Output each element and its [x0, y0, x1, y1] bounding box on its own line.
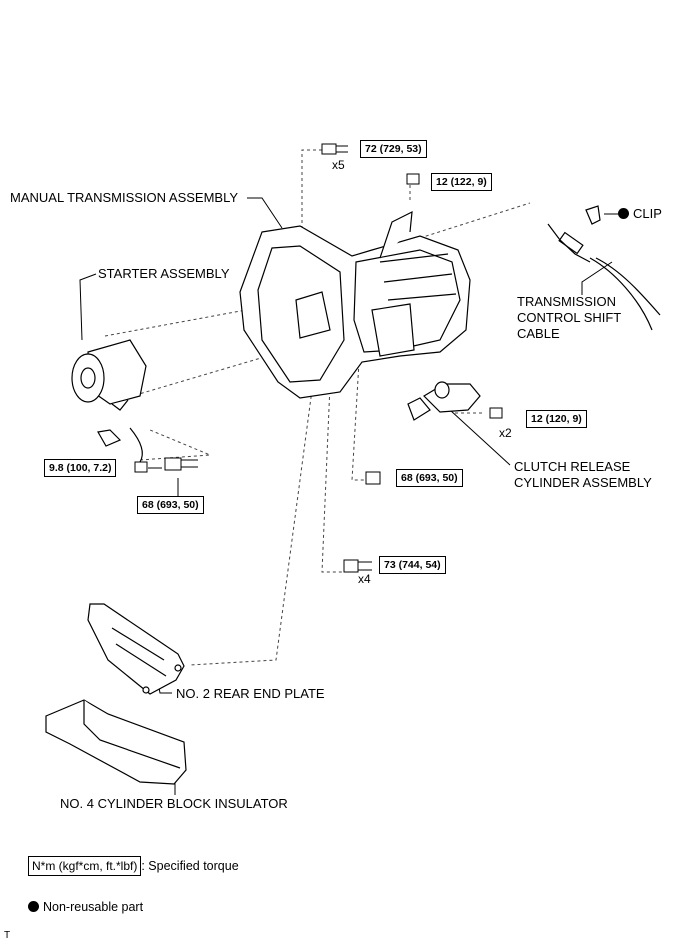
bolt-68a-icon: [164, 457, 182, 471]
legend-torque: N*m (kgf*cm, ft.*lbf): Specified torque: [28, 856, 239, 876]
legend-torque-desc: : Specified torque: [141, 859, 239, 873]
bolt-73-dash-line: [321, 384, 343, 573]
leader-transmission: [247, 197, 283, 229]
label-shift-cable-line1: TRANSMISSION: [517, 294, 616, 309]
starter-bolt-dash: [139, 429, 211, 461]
label-shift-cable-line3: CABLE: [517, 326, 560, 341]
bolt-68b-icon: [365, 471, 381, 485]
leader-clutch-cylinder: [449, 409, 511, 466]
bolt-72-icon: [321, 143, 337, 155]
insulator-shape: [45, 699, 187, 785]
label-block-insulator: NO. 4 CYLINDER BLOCK INSULATOR: [60, 796, 288, 811]
qty-x2: x2: [499, 426, 512, 440]
label-clutch-cylinder-line1: CLUTCH RELEASE: [514, 459, 631, 474]
legend-dot-icon: [28, 901, 39, 912]
label-clutch-cylinder-line2: CYLINDER ASSEMBLY: [514, 475, 652, 490]
label-rear-end-plate: NO. 2 REAR END PLATE: [176, 686, 325, 701]
bolt-72-dash-line: [301, 149, 322, 238]
bolt-shapes: [134, 143, 503, 573]
transmission-housing-shape: [239, 210, 471, 399]
rear-plate-dash-line: [189, 389, 313, 666]
torque-12-clutch: 12 (120, 9): [526, 410, 587, 428]
bolt-12b-icon: [489, 407, 503, 419]
legend-nonreusable: Non-reusable part: [28, 898, 143, 916]
cable-dash-line: [419, 202, 531, 239]
bolt-98-icon: [134, 461, 148, 473]
leader-shift-cable: [581, 261, 613, 295]
torque-9-8: 9.8 (100, 7.2): [44, 459, 117, 477]
corner-mark: T: [4, 930, 11, 941]
torque-68-housing: 68 (693, 50): [396, 469, 463, 487]
starter-shape: [71, 339, 147, 463]
torque-73: 73 (744, 54): [379, 556, 446, 574]
torque-72: 72 (729, 53): [360, 140, 427, 158]
label-clip: CLIP: [618, 206, 662, 222]
clutch-cylinder-shape: [407, 381, 481, 421]
label-shift-cable-line2: CONTROL SHIFT: [517, 310, 622, 325]
qty-x5: x5: [332, 158, 345, 172]
label-manual-transmission: MANUAL TRANSMISSION ASSEMBLY: [10, 190, 239, 205]
torque-68-starter: 68 (693, 50): [137, 496, 204, 514]
torque-12-top: 12 (122, 9): [431, 173, 492, 191]
rear-plate-shape: [87, 603, 185, 695]
bolt-12a-icon: [406, 173, 420, 185]
label-starter-assembly: STARTER ASSEMBLY: [98, 266, 230, 281]
bolt-73-icon: [343, 559, 359, 573]
legend-torque-units: N*m (kgf*cm, ft.*lbf): [28, 856, 142, 876]
nonreusable-dot-icon: [618, 208, 629, 219]
leader-starter: [79, 273, 97, 341]
qty-x4: x4: [358, 572, 371, 586]
shift-cable-shape: [547, 205, 661, 331]
